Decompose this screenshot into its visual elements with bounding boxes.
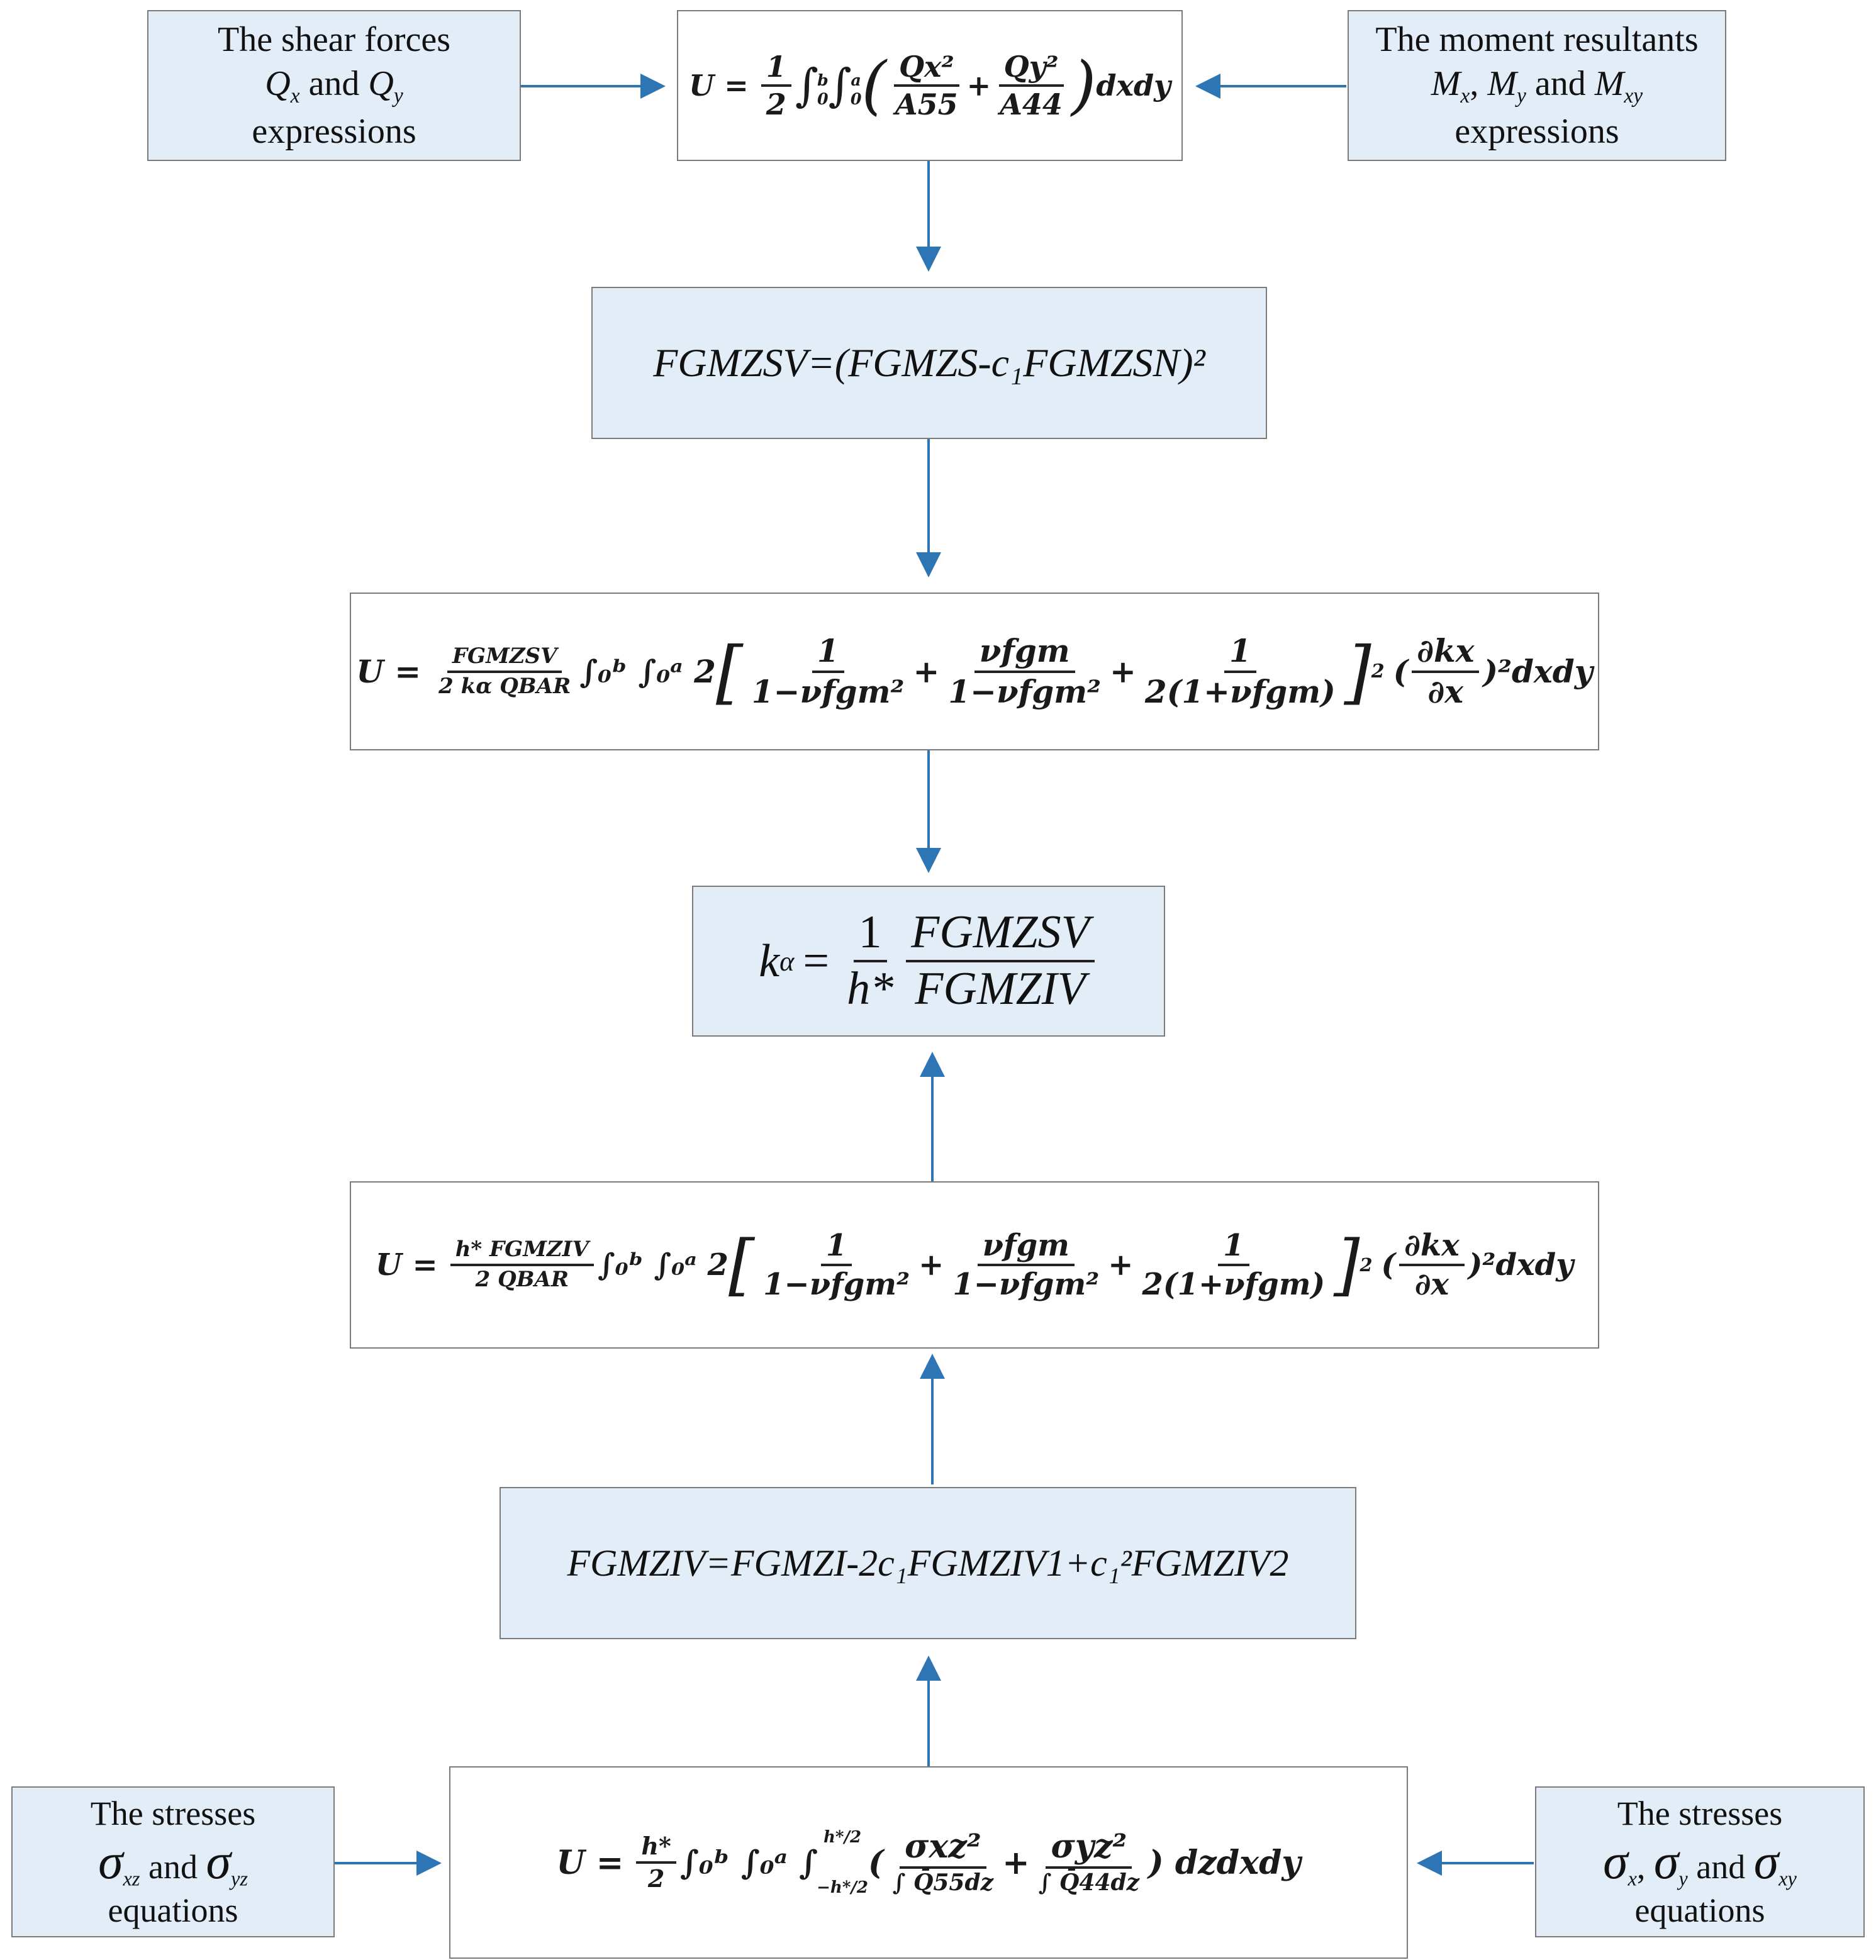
- fgmziv-definition-box: FGMZIV=FGMZI-2c₁FGMZIV1+c₁²FGMZIV2: [500, 1487, 1356, 1639]
- shear-forces-box: The shear forces Qx and Qy expressions: [147, 10, 521, 161]
- shear-forces-symbols: Qx and Qy: [265, 64, 403, 108]
- energy-equation-bottom: U = h*2 ∫₀ᵇ ∫₀ᵃ ∫ h*/2−h*/2( σxz²∫ Q̄55d…: [449, 1766, 1408, 1959]
- moment-resultants-expressions: expressions: [1454, 111, 1619, 151]
- moment-resultants-title: The moment resultants: [1375, 20, 1699, 60]
- stresses-shear-box: The stresses σxz and σyz equations: [11, 1786, 335, 1937]
- stresses-normal-box: The stresses σx, σy and σxy equations: [1535, 1786, 1865, 1937]
- shear-forces-expressions: expressions: [252, 111, 416, 151]
- moment-resultants-symbols: Mx, My and Mxy: [1431, 64, 1643, 108]
- moment-resultants-box: The moment resultants Mx, My and Mxy exp…: [1348, 10, 1726, 161]
- fgmzsv-definition: FGMZSV=(FGMZS-c₁FGMZSN)²: [653, 340, 1205, 385]
- shear-forces-title: The shear forces: [217, 20, 450, 60]
- fgmziv-definition: FGMZIV=FGMZI-2c₁FGMZIV1+c₁²FGMZIV2: [567, 1542, 1289, 1584]
- fgmzsv-definition-box: FGMZSV=(FGMZS-c₁FGMZSN)²: [591, 287, 1267, 439]
